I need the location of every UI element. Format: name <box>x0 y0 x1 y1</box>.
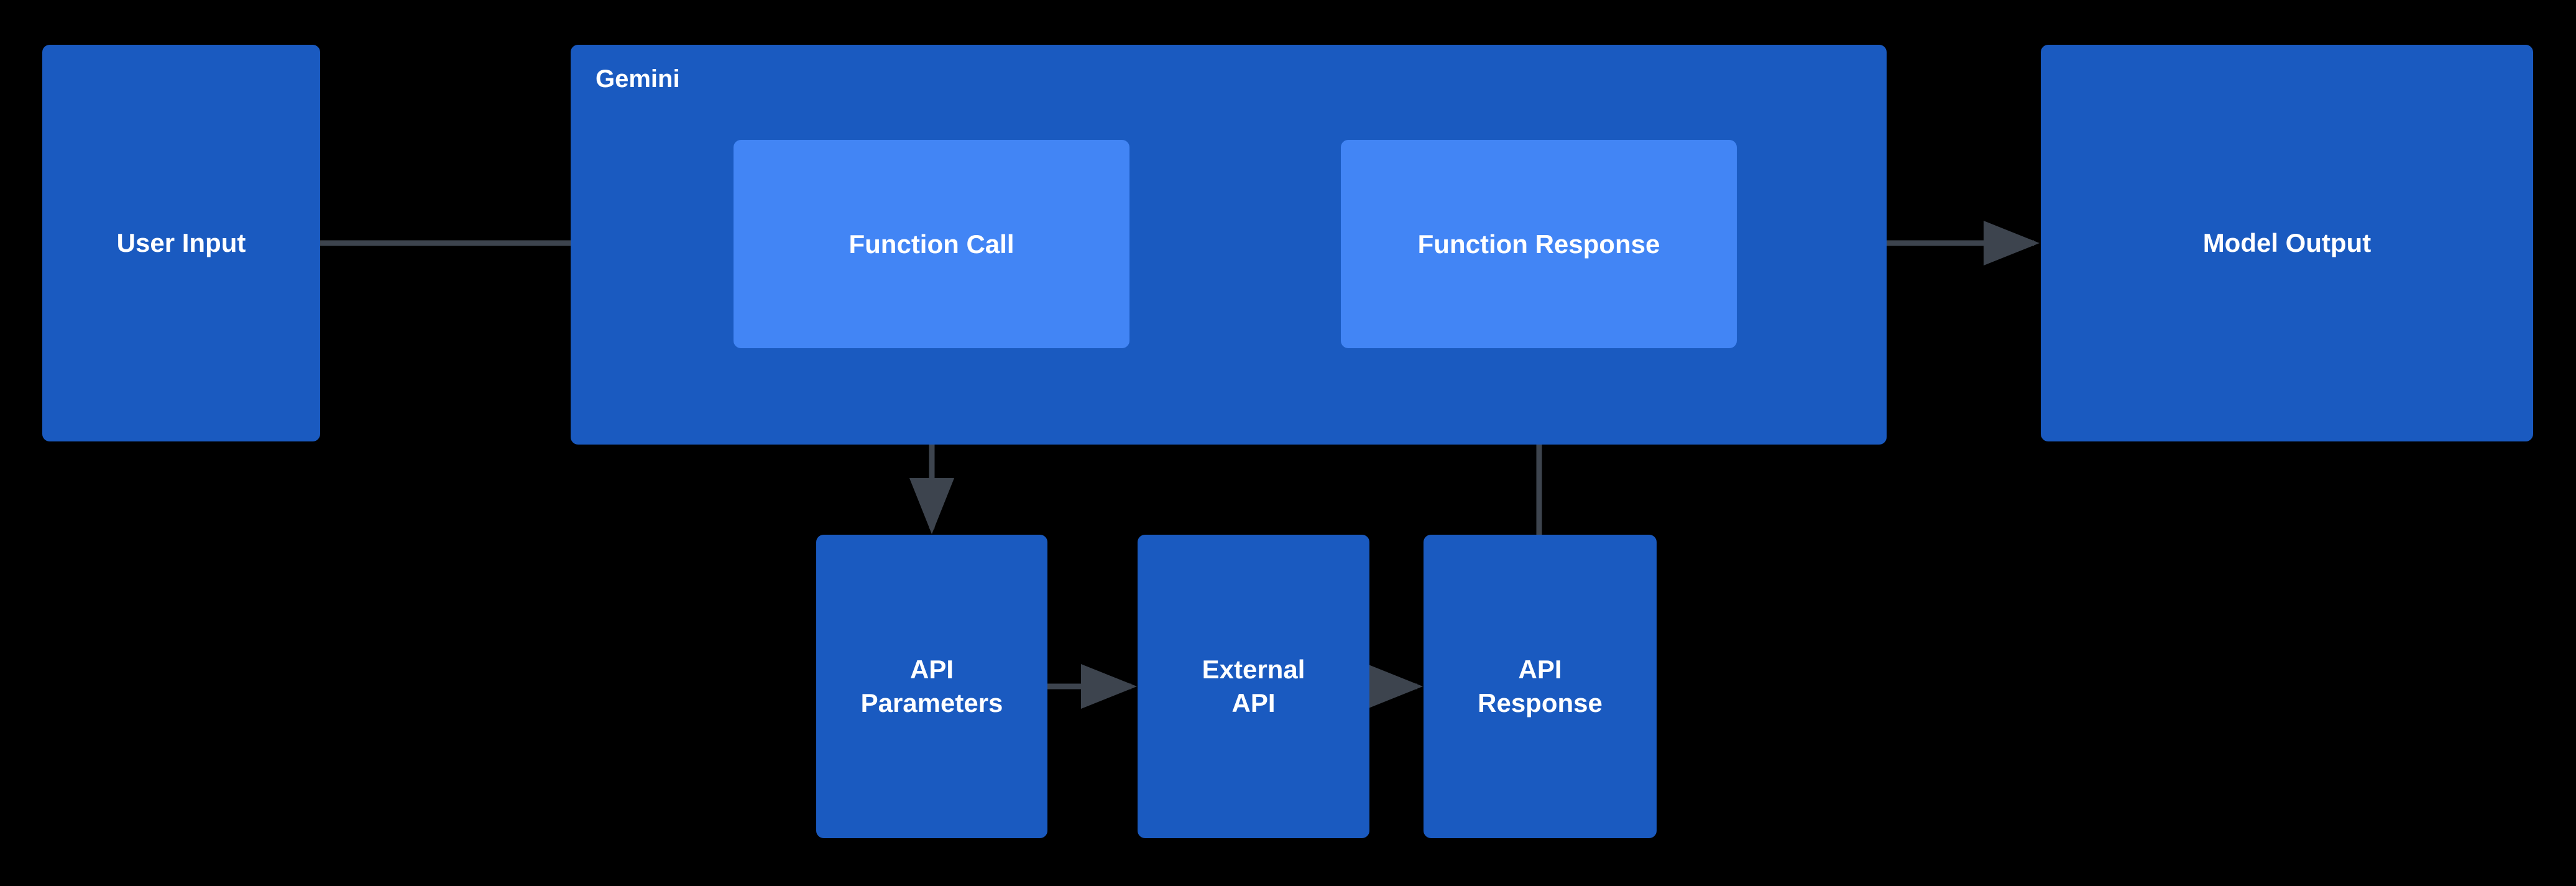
node-model-output-label: Model Output <box>2202 228 2371 258</box>
node-user-input-label: User Input <box>116 228 246 258</box>
node-external-api-label: External API <box>1202 655 1305 718</box>
node-user-input[interactable]: User Input <box>42 45 320 441</box>
node-model-output[interactable]: Model Output <box>2041 45 2533 441</box>
node-api-response-label: API Response <box>1478 655 1603 718</box>
node-api-response[interactable]: API Response <box>1424 535 1657 838</box>
node-function-response-label: Function Response <box>1417 229 1660 259</box>
node-function-response[interactable]: Function Response <box>1341 140 1737 348</box>
node-external-api[interactable]: External API <box>1138 535 1369 838</box>
gemini-group-label: Gemini <box>596 65 680 93</box>
node-function-call[interactable]: Function Call <box>734 140 1129 348</box>
node-api-parameters-label: API Parameters <box>860 655 1003 718</box>
node-api-parameters[interactable]: API Parameters <box>816 535 1047 838</box>
node-function-call-label: Function Call <box>849 229 1014 259</box>
